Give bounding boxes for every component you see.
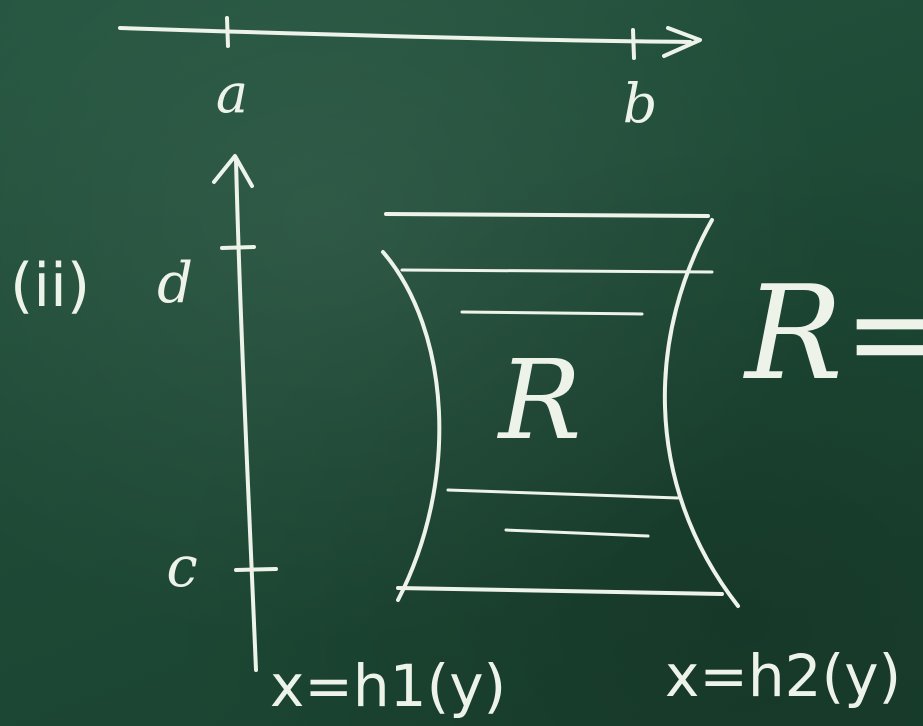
y-axis-arrow <box>212 154 278 672</box>
region-label: R <box>497 336 582 464</box>
case-label: (ii) <box>10 251 90 321</box>
tick-label-a: a <box>216 62 248 125</box>
x-axis-arrow <box>118 16 702 60</box>
tick-label-c: c <box>166 535 197 600</box>
left-curve-label: x=h1(y) <box>270 652 506 720</box>
tick-label-b: b <box>623 72 658 135</box>
region-boundary <box>381 212 740 608</box>
tick-label-d: d <box>157 251 193 316</box>
region-definition-label: R= <box>743 257 923 409</box>
right-curve-label: x=h2(y) <box>665 642 901 710</box>
region-shading <box>400 268 714 538</box>
